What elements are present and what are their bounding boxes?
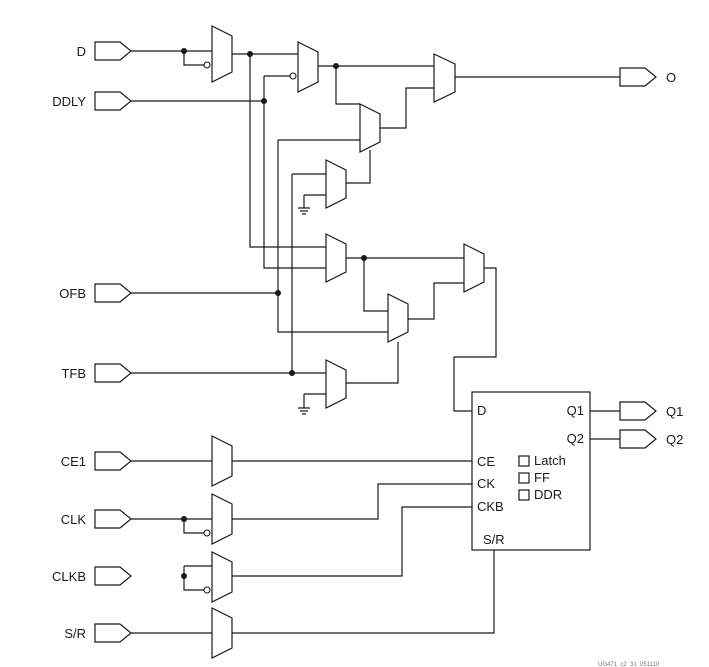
mode-checkbox-latch (518, 455, 530, 467)
wires (131, 50, 620, 634)
port-label-q1: Q1 (666, 404, 683, 419)
mux-ground-lower (325, 359, 347, 409)
mux-lower-input (325, 233, 347, 283)
ground-symbol-upper (298, 207, 310, 215)
port-ofb: OFB (59, 283, 132, 303)
port-label-ddly: DDLY (52, 94, 86, 109)
port-q2: Q2 (619, 429, 683, 449)
junction-dots (181, 48, 367, 579)
mode-label-ff: FF (534, 470, 550, 485)
figure-id: UG471_c2_31_051110 (598, 662, 660, 667)
port-d: D (77, 41, 132, 61)
port-label-o: O (666, 70, 676, 85)
mux-d-inverter (203, 25, 233, 83)
port-o: O (619, 67, 676, 87)
mux-output-o (433, 53, 456, 103)
port-label-sr: S/R (64, 626, 86, 641)
mux-feedback-upper (359, 103, 381, 153)
port-ddly: DDLY (52, 91, 132, 111)
buffer-sr (211, 607, 233, 659)
port-tfb: TFB (61, 363, 132, 383)
mode-checkbox-ff (518, 472, 530, 484)
port-label-tfb: TFB (61, 366, 86, 381)
mux-feedback-lower (387, 293, 409, 343)
port-label-d: D (77, 44, 86, 59)
port-clk: CLK (61, 509, 132, 529)
pin-label-sr: S/R (483, 532, 505, 547)
port-sr: S/R (64, 623, 132, 643)
mux-clkb-inverter (203, 551, 233, 603)
port-q1: Q1 (619, 401, 683, 421)
mux-to-storage (463, 243, 485, 293)
port-label-q2: Q2 (666, 432, 683, 447)
port-clkb: CLKB (52, 566, 132, 586)
pin-label-ckb: CKB (477, 499, 504, 514)
mux-ddly-select (289, 41, 319, 93)
port-label-ce1: CE1 (61, 454, 86, 469)
storage-element-block: D CE CK CKB S/R Q1 Q2 Latch FF DDR (471, 391, 591, 551)
pin-label-ck: CK (477, 476, 495, 491)
pin-label-q2: Q2 (567, 431, 584, 446)
buffer-ce1 (211, 435, 233, 487)
pin-label-d: D (477, 403, 486, 418)
port-label-ofb: OFB (59, 286, 86, 301)
port-ce1: CE1 (61, 451, 132, 471)
ground-symbol-lower (298, 407, 310, 415)
port-label-clkb: CLKB (52, 569, 86, 584)
pin-label-q1: Q1 (567, 403, 584, 418)
mode-label-latch: Latch (534, 453, 566, 468)
port-label-clk: CLK (61, 512, 87, 527)
pin-label-ce: CE (477, 454, 495, 469)
mux-ground-upper (325, 159, 347, 209)
mode-label-ddr: DDR (534, 487, 562, 502)
mux-clk-inverter (203, 493, 233, 545)
mode-checkbox-ddr (518, 489, 530, 501)
